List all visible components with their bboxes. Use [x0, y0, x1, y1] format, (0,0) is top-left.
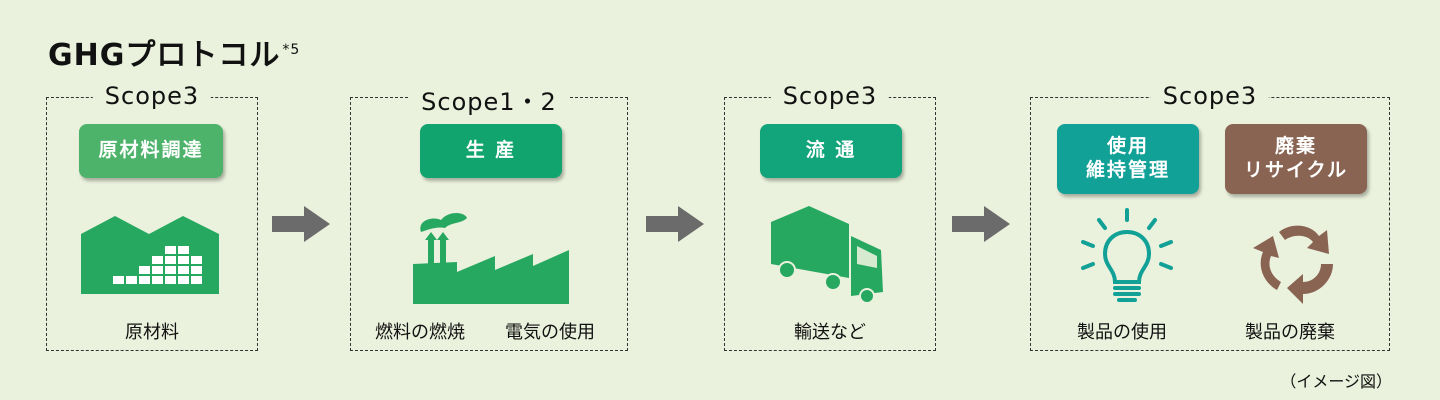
badge-procurement: 原材料調達 [79, 124, 223, 178]
title-text: GHGプロトコル [48, 38, 281, 73]
caption-product-disposal: 製品の廃棄 [1245, 322, 1335, 343]
scope-label: Scope3 [770, 82, 890, 110]
scope-box-procurement: Scope3 原材料調達 原材料 [46, 82, 258, 351]
scope-box-use-disposal: Scope3 使用 維持管理 廃棄 リサイクル 製品の使用 製品の廃棄 [1030, 82, 1390, 351]
image-note: （イメージ図） [1280, 372, 1392, 391]
caption-fuel-combustion: 燃料の燃焼 [375, 322, 465, 343]
caption-electricity-use: 電気の使用 [505, 322, 595, 343]
badge-use-maintenance: 使用 維持管理 [1057, 124, 1199, 194]
truck-icon [771, 206, 883, 304]
light-bulb-icon [1081, 208, 1173, 302]
caption-product-use: 製品の使用 [1077, 322, 1167, 343]
scope-box-production: Scope1・2 生 産 燃料の燃焼 電気の使用 [350, 82, 628, 351]
scope-label: Scope3 [92, 82, 212, 110]
recycle-icon [1253, 225, 1333, 304]
diagram-title: GHGプロトコル*5 [48, 30, 300, 74]
arrow-right-icon [646, 206, 704, 242]
scope-label: Scope3 [1150, 82, 1270, 110]
badge-disposal-recycle: 廃棄 リサイクル [1225, 124, 1367, 194]
arrow-right-icon [272, 206, 330, 242]
factory-icon [81, 216, 219, 294]
power-plant-icon [413, 213, 569, 304]
scope-box-distribution: Scope3 流 通 輸送など [724, 82, 936, 351]
badge-distribution: 流 通 [760, 124, 902, 178]
badge-production: 生 産 [420, 124, 562, 178]
arrow-right-icon [952, 206, 1010, 242]
scope-label: Scope1・2 [409, 82, 569, 117]
title-footnote: *5 [282, 42, 301, 58]
caption-transport: 輸送など [794, 322, 866, 343]
caption-raw-materials: 原材料 [125, 322, 179, 343]
